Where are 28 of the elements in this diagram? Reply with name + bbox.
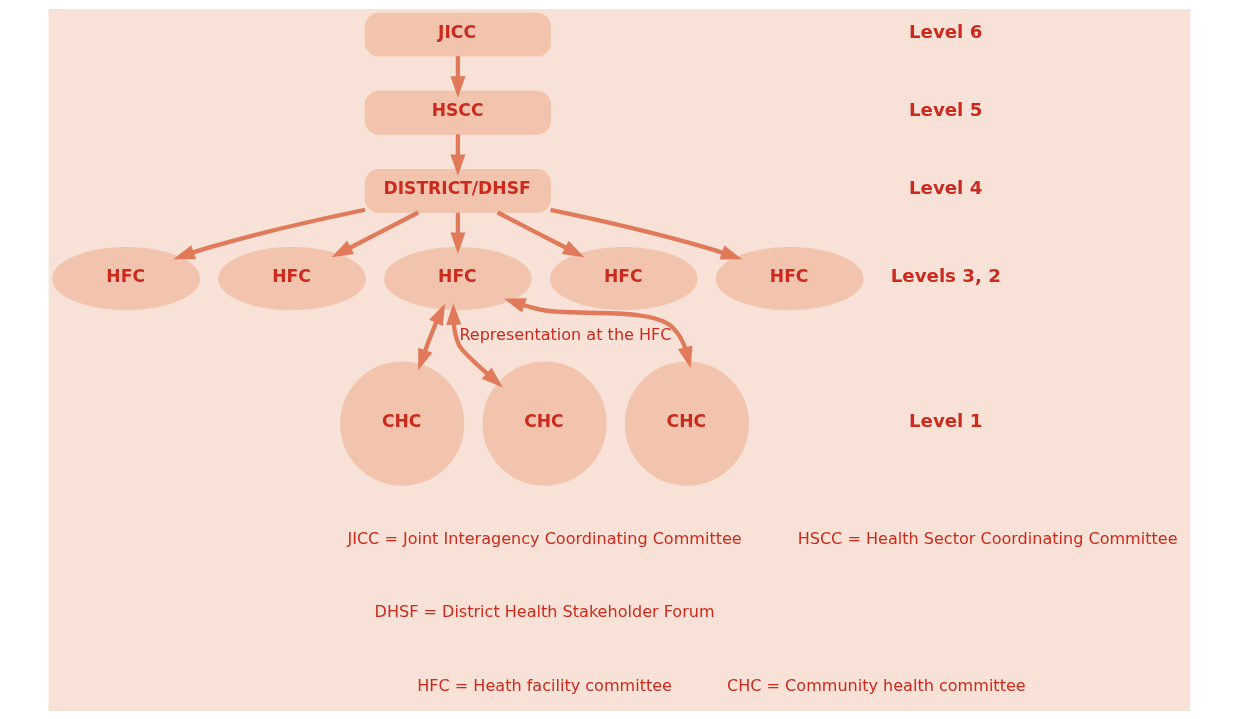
label: HFC = Heath facility committee xyxy=(417,675,672,695)
node-box: DISTRICT/DHSF xyxy=(364,168,551,213)
label: Level 1 xyxy=(908,409,983,431)
arrow xyxy=(446,302,503,387)
arrow xyxy=(550,207,743,260)
arrow xyxy=(496,210,585,257)
arrow xyxy=(173,207,366,259)
node-circle: CHC xyxy=(340,361,465,486)
label: Level 6 xyxy=(908,20,983,42)
edge-label: Representation at the HFC xyxy=(459,324,672,344)
label: HSCC = Health Sector Coordinating Committee xyxy=(797,528,1178,548)
label: CHC = Community health committee xyxy=(726,675,1026,695)
arrow xyxy=(418,302,446,370)
arrow xyxy=(450,133,466,176)
arrow xyxy=(450,212,466,254)
node-ellipse: HFC xyxy=(549,246,698,310)
label: JICC = Joint Interagency Coordinating Committee xyxy=(347,528,742,548)
arrow xyxy=(503,297,693,368)
arrow xyxy=(331,210,420,257)
node-ellipse: HFC xyxy=(218,246,366,310)
label: Level 5 xyxy=(908,98,983,120)
label: DHSF = District Health Stakeholder Forum xyxy=(374,601,715,621)
label: Level 4 xyxy=(908,176,983,198)
node-circle: CHC xyxy=(624,361,749,486)
arrow xyxy=(450,55,466,98)
label: Levels 3, 2 xyxy=(890,264,1001,286)
node-box: JICC xyxy=(364,12,551,57)
node-box: HSCC xyxy=(364,90,551,135)
